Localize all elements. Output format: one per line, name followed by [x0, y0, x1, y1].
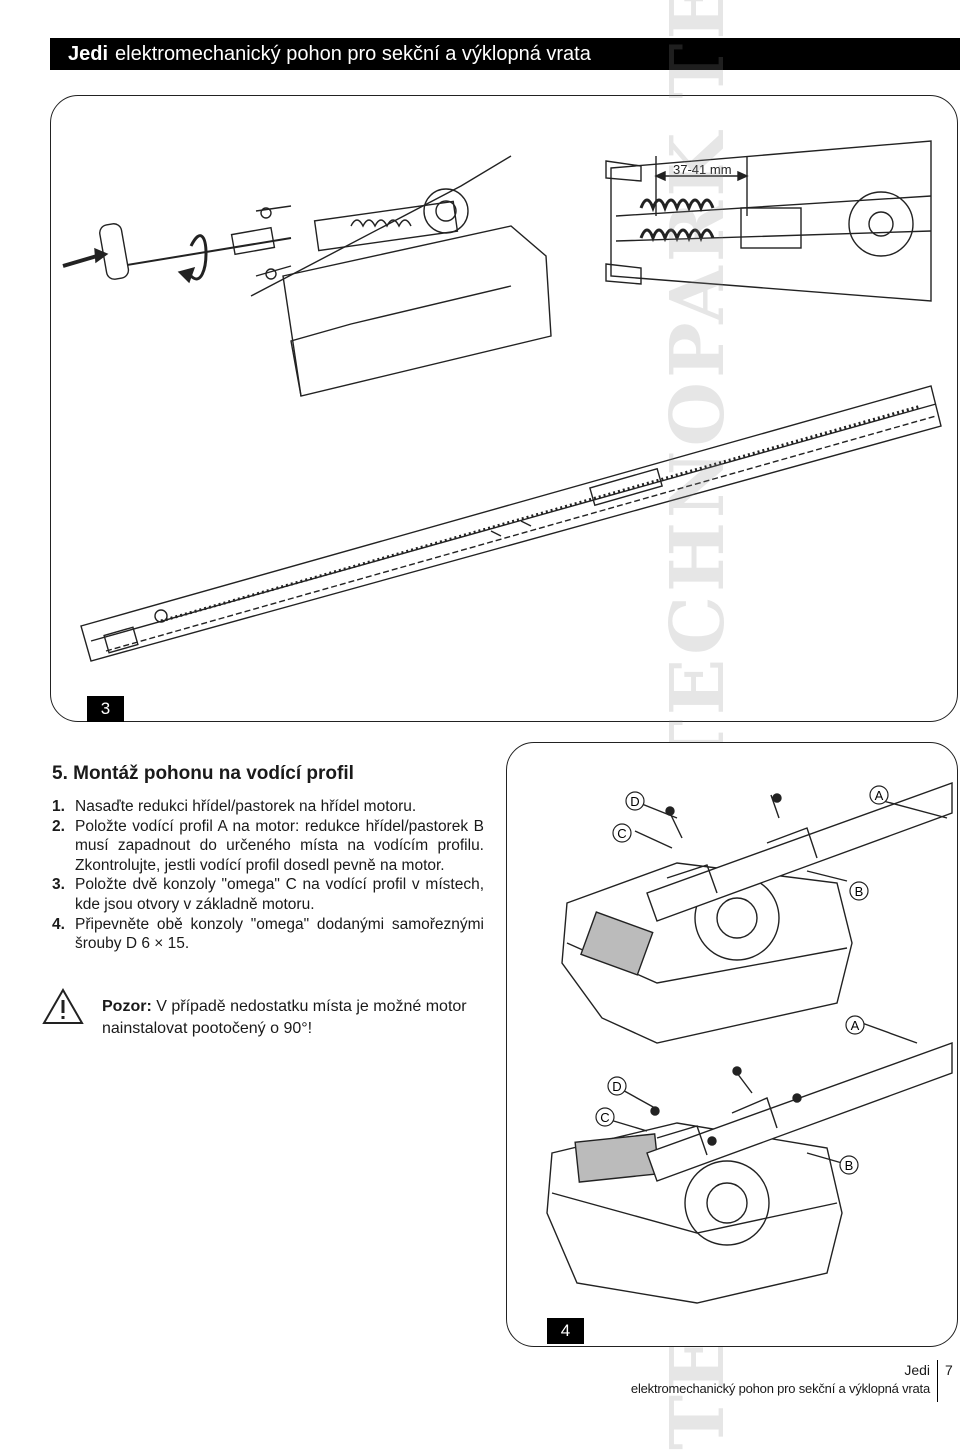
instruction-step: 4. Připevněte obě konzoly "omega" dodaným…: [52, 915, 484, 954]
guide-rail: [80, 385, 942, 662]
step-number: 3.: [52, 876, 65, 894]
figure-4-drawing: D C A B A: [546, 782, 953, 1304]
header-title: elektromechanický pohon pro sekční a výk…: [115, 43, 591, 65]
header-brand: Jedi: [68, 43, 109, 65]
dimension-label: 37-41 mm: [673, 162, 732, 177]
callout-d-bottom: D: [612, 1079, 621, 1094]
figure-3-label: 3: [87, 696, 124, 722]
warning-triangle-icon: [42, 988, 84, 1024]
callout-a-top: A: [875, 788, 884, 803]
step-text: Položte dvě konzoly "omega" C na vodící …: [75, 876, 484, 913]
instruction-step: 3. Položte dvě konzoly "omega" C na vodíc…: [52, 875, 484, 914]
shaft-detail: [62, 155, 552, 397]
step-text: Položte vodící profil A na motor: redukc…: [75, 817, 484, 874]
figure-3-panel: 37-41 mm 3: [50, 95, 958, 722]
footer-brand: Jedi: [904, 1362, 930, 1378]
footer-divider: [937, 1360, 938, 1402]
warning-text: Pozor: V případě nedostatku místa je mož…: [102, 996, 502, 1040]
instruction-step: 1. Nasaďte redukci hřídel/pastorek na hří…: [52, 797, 484, 817]
callout-c-bottom: C: [600, 1110, 609, 1125]
step-number: 4.: [52, 915, 65, 933]
spring-detail: 37-41 mm: [605, 140, 932, 302]
section-title: 5. Montáž pohonu na vodící profil: [52, 763, 354, 784]
step-number: 2.: [52, 817, 65, 835]
step-text: Připevněte obě konzoly "omega" dodanými …: [75, 915, 484, 953]
footer-subtitle: elektromechanický pohon pro sekční a výk…: [630, 1381, 930, 1396]
motor-assembly-top: [561, 782, 953, 1044]
step-text: Nasaďte redukci hřídel/pastorek na hříde…: [75, 798, 417, 815]
callout-b-bottom: B: [845, 1158, 854, 1173]
step-number: 1.: [52, 798, 65, 815]
motor-assembly-bottom: [546, 1022, 953, 1304]
callout-b-top: B: [855, 884, 864, 899]
callouts-bottom: A D C B: [595, 1015, 865, 1175]
warning-message: V případě nedostatku místa je možné moto…: [102, 998, 467, 1037]
figure-3-drawing: 37-41 mm: [62, 140, 942, 662]
callout-c-top: C: [617, 826, 626, 841]
warning-label: Pozor:: [102, 998, 152, 1015]
instruction-list: 1. Nasaďte redukci hřídel/pastorek na hří…: [52, 797, 484, 954]
figure-4-label: 4: [547, 1318, 584, 1344]
callouts-top: D C A B: [612, 785, 889, 901]
callout-a-bottom: A: [851, 1018, 860, 1033]
figure-4-panel: D C A B A: [506, 742, 958, 1347]
header-bar: Jedi elektromechanický pohon pro sekční a…: [50, 38, 960, 70]
instruction-step: 2. Položte vodící profil A na motor: redu…: [52, 817, 484, 876]
callout-d-top: D: [630, 794, 639, 809]
page-number: 7: [945, 1362, 953, 1378]
